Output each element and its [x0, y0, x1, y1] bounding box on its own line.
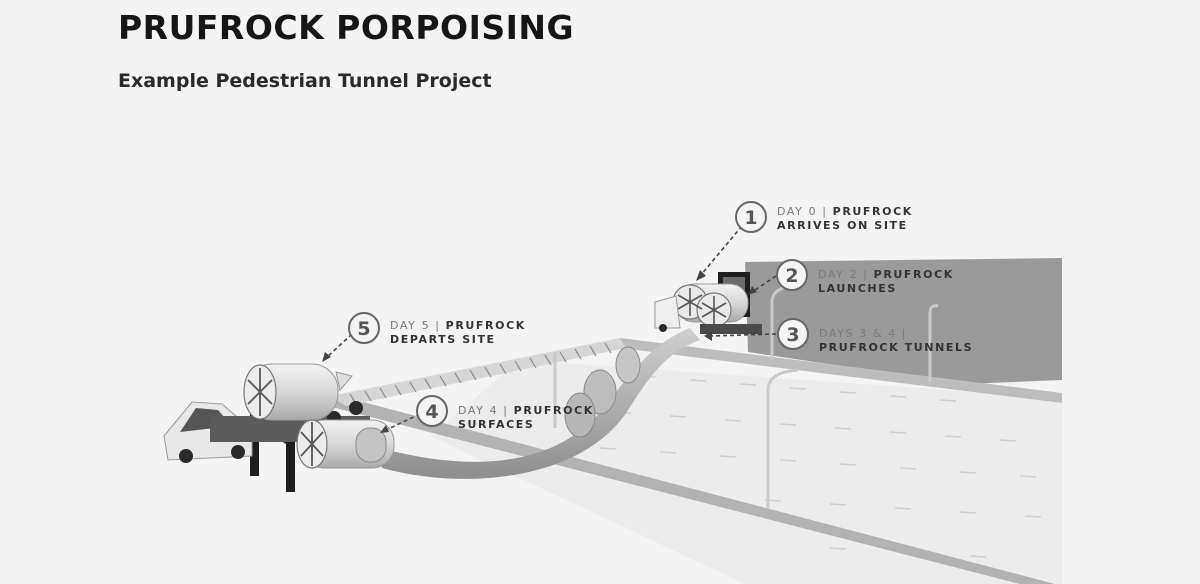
callout-arrows — [325, 225, 777, 431]
launch-site-machine — [654, 272, 762, 334]
step-3-action: PRUFROCK TUNNELS — [819, 341, 973, 354]
svg-text:DAY 0 | PRUFROCK: DAY 0 | PRUFROCK — [777, 205, 913, 218]
surfacing-machine — [296, 419, 395, 469]
step-2-number: 2 — [785, 265, 798, 287]
step-3: 3 DAYS 3 & 4 | PRUFROCK TUNNELS — [777, 318, 973, 354]
step-5-name: PRUFROCK — [446, 319, 526, 332]
svg-text:ARRIVES ON SITE: ARRIVES ON SITE — [777, 219, 908, 232]
step-2-name: PRUFROCK — [874, 268, 954, 281]
tunnel — [380, 328, 700, 479]
tunnel-segment — [615, 346, 641, 384]
step-5-number: 5 — [357, 318, 370, 340]
step-1-name: PRUFROCK — [833, 205, 913, 218]
step-1: 1 DAY 0 | PRUFROCK ARRIVES ON SITE — [735, 201, 913, 233]
svg-text:DAYS 3 & 4 |: DAYS 3 & 4 | — [819, 327, 907, 340]
street-lamp — [553, 284, 939, 508]
step-2: 2 DAY 2 | PRUFROCK LAUNCHES — [776, 259, 954, 295]
page-title: PRUFROCK PORPOISING — [118, 8, 575, 47]
step-1-badge — [735, 201, 767, 233]
step-3-day: DAYS 3 & 4 | — [819, 327, 907, 340]
svg-text:LAUNCHES: LAUNCHES — [818, 282, 897, 295]
step-2-action: LAUNCHES — [818, 282, 897, 295]
svg-text:SURFACES: SURFACES — [458, 418, 534, 431]
near-curb — [320, 396, 1055, 584]
far-curb — [612, 338, 1062, 403]
launch-pad — [745, 258, 1062, 384]
step-1-action: ARRIVES ON SITE — [777, 219, 908, 232]
arrow-heads — [322, 270, 757, 433]
step-3-badge — [777, 318, 809, 350]
tunnel-segment — [564, 392, 596, 438]
step-4: 4 DAY 4 | PRUFROCK SURFACES — [416, 395, 594, 431]
step-3-number: 3 — [786, 324, 799, 346]
step-4-action: SURFACES — [458, 418, 534, 431]
step-4-day: DAY 4 | — [458, 404, 514, 417]
svg-text:DAY 4 | PRUFROCK: DAY 4 | PRUFROCK — [458, 404, 594, 417]
pedestrian-path — [330, 338, 626, 406]
step-1-number: 1 — [744, 207, 757, 229]
step-2-day: DAY 2 | — [818, 268, 874, 281]
step-2-badge — [776, 259, 808, 291]
svg-text:DAY 5 | PRUFROCK: DAY 5 | PRUFROCK — [390, 319, 526, 332]
step-5-badge — [348, 312, 380, 344]
step-4-name: PRUFROCK — [514, 404, 594, 417]
crosswalk-stripes — [349, 342, 612, 405]
step-4-number: 4 — [425, 401, 438, 423]
page-subtitle: Example Pedestrian Tunnel Project — [118, 70, 492, 92]
svg-text:DEPARTS SITE: DEPARTS SITE — [390, 333, 496, 346]
departing-machine — [243, 363, 353, 421]
step-5: 5 DAY 5 | PRUFROCK DEPARTS SITE — [348, 312, 526, 346]
step-4-badge — [416, 395, 448, 427]
step-5-action: DEPARTS SITE — [390, 333, 496, 346]
step-5-day: DAY 5 | — [390, 319, 446, 332]
svg-text:PRUFROCK TUNNELS: PRUFROCK TUNNELS — [819, 341, 973, 354]
step-1-day: DAY 0 | — [777, 205, 833, 218]
svg-text:DAY 2 | PRUFROCK: DAY 2 | PRUFROCK — [818, 268, 954, 281]
